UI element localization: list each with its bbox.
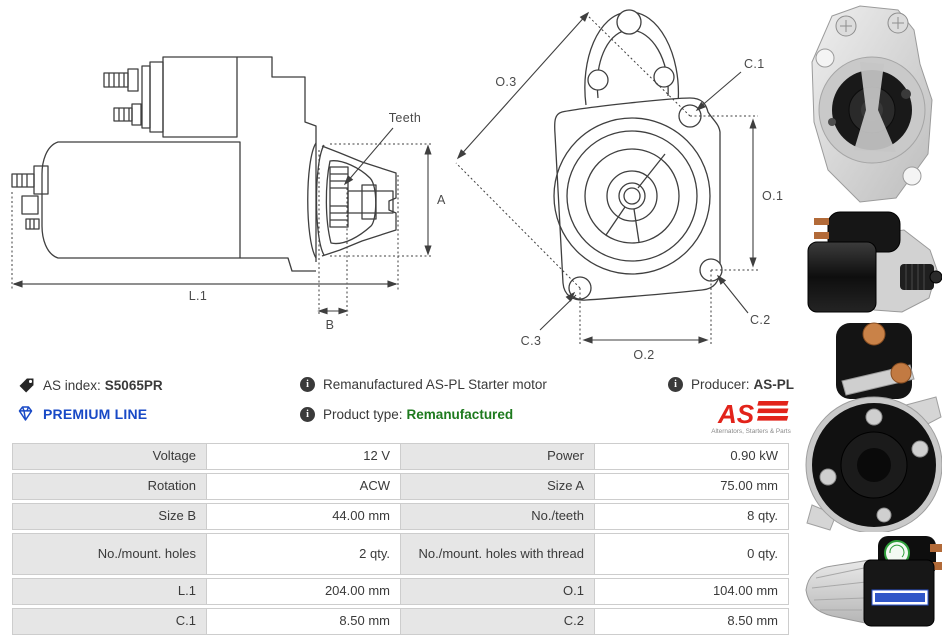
spec-label-cell: No./mount. holes with thread	[400, 533, 595, 575]
table-row: Size B 44.00 mm No./teeth 8 qty.	[12, 503, 789, 530]
premium-line-label: PREMIUM LINE	[43, 405, 148, 422]
product-type-label: Product type:	[323, 407, 403, 422]
pinion-gear	[329, 166, 349, 228]
spec-label-cell: L.1	[12, 578, 207, 605]
spec-value-cell: 8.50 mm	[594, 608, 789, 635]
pinion-shaft	[347, 190, 394, 214]
starter-side-view-photo[interactable]	[802, 206, 942, 319]
spec-value-cell: ACW	[206, 473, 401, 500]
dim-a-label: A	[437, 193, 446, 207]
spec-label-cell: Size A	[400, 473, 595, 500]
spec-label-cell: No./teeth	[400, 503, 595, 530]
solenoid-cap	[141, 65, 151, 129]
info-icon: i	[668, 377, 683, 392]
tag-icon	[18, 377, 35, 394]
as-pl-logo: AS Alternators, Starters & Parts	[704, 396, 794, 441]
spec-value-cell: 204.00 mm	[206, 578, 401, 605]
table-row: Voltage 12 V Power 0.90 kW	[12, 443, 789, 470]
side-view-drawing: Teeth A L.1 B	[11, 56, 446, 332]
dim-l1-label: L.1	[189, 289, 208, 303]
dimension-guides	[11, 143, 432, 316]
c1-leader-line	[698, 71, 742, 109]
spec-label-cell: No./mount. holes	[12, 533, 207, 575]
producer-row: i Producer: AS-PL	[668, 377, 794, 392]
mounting-flange	[554, 97, 721, 301]
nose-cone-outline	[321, 145, 397, 257]
logo-text: AS	[717, 399, 755, 429]
product-description: Remanufactured AS-PL Starter motor	[323, 377, 547, 392]
c2-leader-line	[719, 277, 749, 314]
premium-line-row: PREMIUM LINE	[16, 404, 147, 423]
shaft-collar	[361, 184, 377, 220]
body-terminal-studs	[11, 165, 49, 230]
solenoid-outline	[162, 56, 238, 138]
teeth-leader-line	[346, 127, 394, 183]
spec-label-cell: C.2	[400, 608, 595, 635]
logo-tagline: Alternators, Starters & Parts	[711, 428, 791, 435]
product-type-value: Remanufactured	[406, 407, 514, 422]
dim-c3-label: C.3	[521, 334, 542, 348]
spec-table: Voltage 12 V Power 0.90 kW Rotation ACW …	[12, 443, 789, 636]
flange-ring-outer	[307, 142, 317, 259]
housing-bottom-step	[240, 257, 316, 272]
product-type-row: i Product type: Remanufactured	[300, 407, 513, 422]
spec-value-cell: 8 qty.	[594, 503, 789, 530]
solenoid-ring	[149, 61, 164, 133]
teeth-label: Teeth	[389, 111, 422, 125]
front-view-drawing: O.3 C.1 O.1 C.2 C.3 O.2	[455, 9, 783, 362]
bell-left-hole	[587, 69, 609, 91]
dim-o3-arrow	[457, 12, 589, 159]
starter-front-view-photo[interactable]	[802, 4, 942, 206]
starter-rear-view-photo[interactable]	[802, 321, 942, 532]
dimension-guides	[455, 11, 758, 345]
spec-value-cell: 0.90 kW	[594, 443, 789, 470]
dim-o2-label: O.2	[633, 348, 654, 362]
spec-label-cell: O.1	[400, 578, 595, 605]
producer-label: Producer:	[691, 377, 750, 392]
spec-label-cell: C.1	[12, 608, 207, 635]
dim-o1-label: O.1	[762, 189, 783, 203]
motor-body-outline	[41, 141, 241, 259]
info-icon: i	[300, 407, 315, 422]
diamond-icon	[16, 404, 35, 423]
spec-value-cell: 0 qty.	[594, 533, 789, 575]
producer-value: AS-PL	[753, 377, 795, 392]
as-index-row: AS index: S5065PR	[18, 377, 163, 394]
table-row: C.1 8.50 mm C.2 8.50 mm	[12, 608, 789, 635]
description-row: i Remanufactured AS-PL Starter motor	[300, 377, 547, 392]
dim-c1-label: C.1	[744, 57, 765, 71]
spec-value-cell: 8.50 mm	[206, 608, 401, 635]
dim-c2-label: C.2	[750, 313, 771, 327]
spec-label-cell: Rotation	[12, 473, 207, 500]
dim-o3-label: O.3	[495, 75, 516, 89]
spec-value-cell: 2 qty.	[206, 533, 401, 575]
table-row: L.1 204.00 mm O.1 104.00 mm	[12, 578, 789, 605]
spec-label-cell: Size B	[12, 503, 207, 530]
spec-value-cell: 12 V	[206, 443, 401, 470]
info-icon: i	[300, 377, 315, 392]
spec-value-cell: 44.00 mm	[206, 503, 401, 530]
spec-label-cell: Voltage	[12, 443, 207, 470]
solenoid-stud-top	[103, 68, 139, 92]
solenoid-stud-bottom	[113, 103, 142, 126]
dim-b-label: B	[326, 318, 335, 332]
spec-value-cell: 75.00 mm	[594, 473, 789, 500]
as-index-label: AS index:	[43, 378, 101, 393]
spec-value-cell: 104.00 mm	[594, 578, 789, 605]
spec-label-cell: Power	[400, 443, 595, 470]
table-row: Rotation ACW Size A 75.00 mm	[12, 473, 789, 500]
drive-housing-outline	[237, 56, 317, 262]
bell-top-hole	[616, 9, 642, 35]
bell-right-hole	[653, 66, 675, 88]
as-index-value: S5065PR	[104, 378, 163, 393]
center-bores	[553, 117, 711, 275]
flange-ring-inner	[315, 144, 325, 256]
nose-cavity	[325, 160, 377, 245]
starter-angle-view-photo[interactable]	[802, 534, 942, 634]
table-row: No./mount. holes 2 qty. No./mount. holes…	[12, 533, 789, 575]
